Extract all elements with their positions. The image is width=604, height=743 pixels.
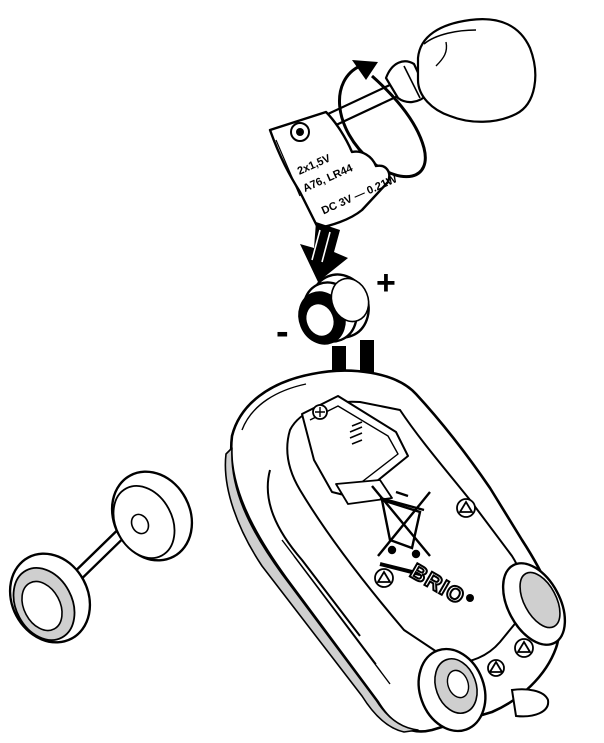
polarity-minus-label: -: [276, 311, 289, 353]
direction-marker-1: [456, 498, 476, 518]
direction-marker-3: [514, 638, 534, 658]
axle-wheel-right: [110, 470, 194, 562]
rotation-arrow-icon: [338, 60, 427, 179]
cover-screw: [290, 122, 310, 142]
car-wheel-rear: [501, 562, 567, 646]
battery-cell: [298, 273, 370, 345]
weee-bin-icon: [371, 485, 431, 576]
battery-spring: [349, 421, 363, 445]
car-wheel-front: [417, 647, 487, 733]
down-arrow-icon: [300, 222, 348, 282]
screw-icon: [312, 404, 328, 420]
wheel-axle-assembly: [8, 470, 194, 644]
direction-marker-2: [374, 568, 394, 588]
direction-marker-4: [487, 659, 505, 677]
car-hub: [510, 688, 550, 718]
brand-dot: [466, 594, 474, 602]
axle-wheel-left: [8, 552, 92, 644]
direction-markers: [374, 498, 534, 677]
polarity-plus-label: +: [376, 264, 396, 302]
battery-cover: 2x1,5V A76, LR44 DC 3V — 0.21W: [268, 110, 400, 230]
